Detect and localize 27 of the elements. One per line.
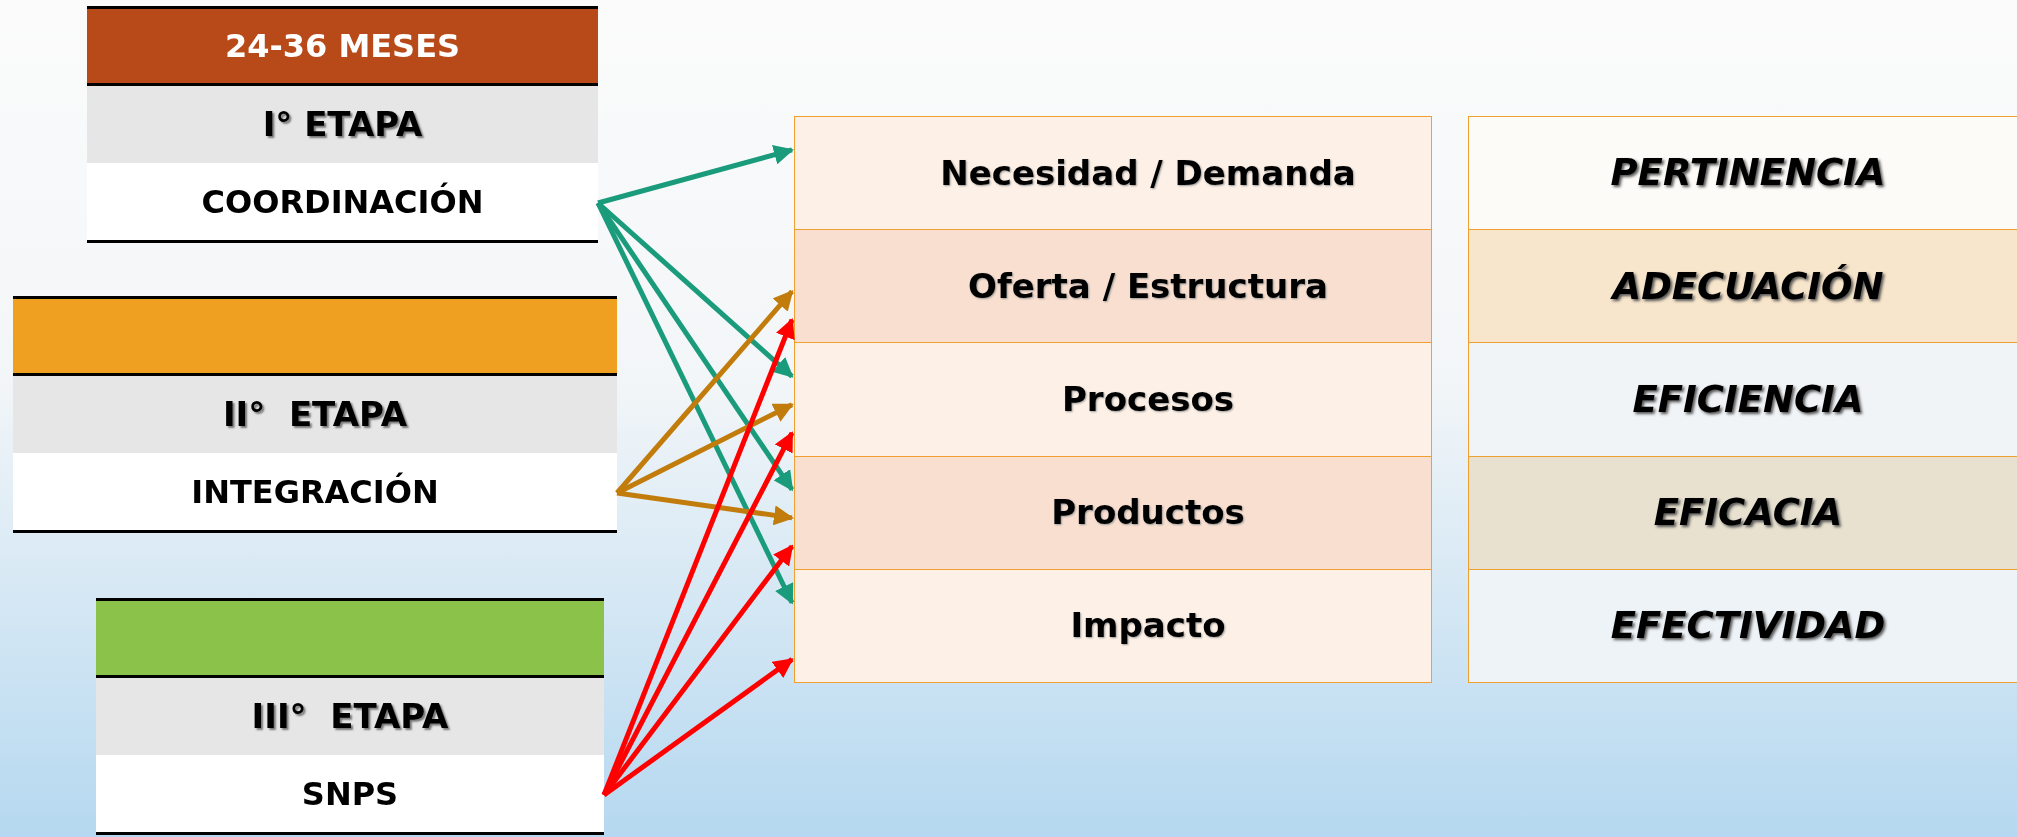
arrow <box>602 657 794 798</box>
arrow <box>615 289 794 495</box>
criterion-row: ADECUACIÓN <box>1468 229 2017 344</box>
stage-duration: 24-36 MESES <box>87 9 598 86</box>
criterion-row: EFECTIVIDAD <box>1468 568 2017 683</box>
stage-row: Oferta / Estructura <box>794 229 1432 344</box>
arrow <box>596 201 794 379</box>
stage-card <box>13 296 617 533</box>
arrow <box>602 544 794 797</box>
criterion-row: EFICIENCIA <box>1468 342 2017 457</box>
criterion-row: PERTINENCIA <box>1468 116 2017 231</box>
stage-card <box>87 6 598 243</box>
stage-row: Productos <box>794 455 1432 570</box>
stage-card <box>96 598 604 835</box>
arrow <box>595 201 795 605</box>
criterion-row: EFICACIA <box>1468 455 2017 570</box>
stage-name: SNPS <box>96 755 604 832</box>
stage-title: I° ETAPA <box>87 86 598 163</box>
arrow <box>597 145 794 206</box>
stage-row: Necesidad / Demanda <box>794 116 1432 231</box>
stage-name: COORDINACIÓN <box>87 163 598 240</box>
stage-row: Procesos <box>794 342 1432 457</box>
arrow <box>616 490 794 526</box>
stage-title: III° ETAPA <box>96 678 604 755</box>
stage-name: INTEGRACIÓN <box>13 453 617 530</box>
stage-title: II° ETAPA <box>13 376 617 453</box>
stage-row: Impacto <box>794 568 1432 683</box>
